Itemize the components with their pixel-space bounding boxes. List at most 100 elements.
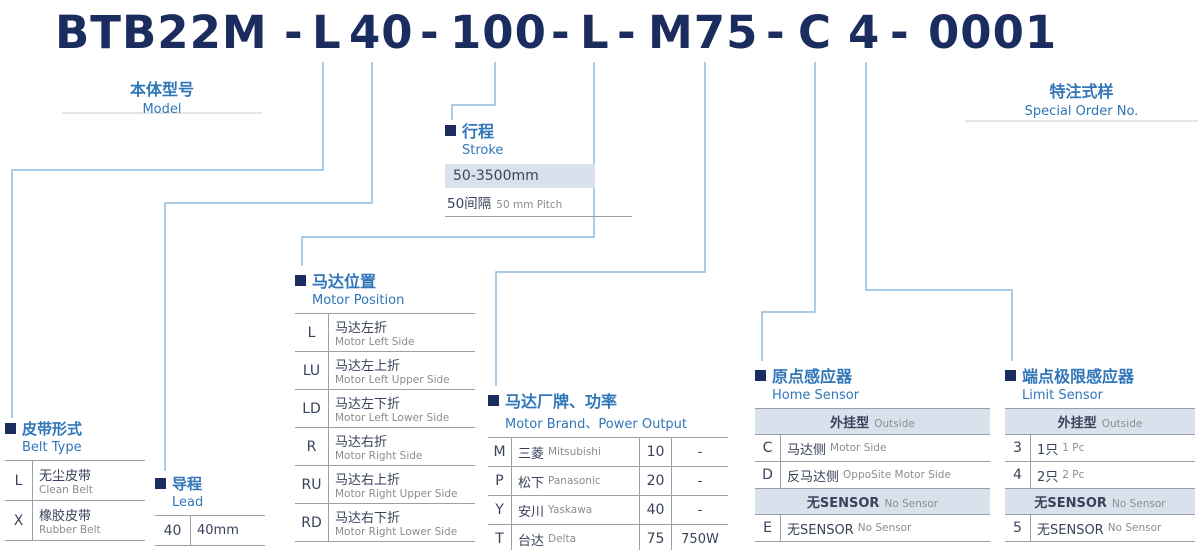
brand-code: Y	[488, 496, 512, 524]
lead-heading-zh: 导程	[172, 475, 203, 493]
belt-desc: 无尘皮带 Clean Belt	[33, 461, 145, 500]
power-value: -	[697, 444, 703, 460]
sensor-desc-zh: 无SENSOR	[1037, 522, 1104, 538]
motor-position-desc: 马达右下折 Motor Right Lower Side	[329, 504, 475, 541]
motor-position-desc-en: Motor Right Side	[335, 450, 423, 462]
table-row: 3 1只 1 Pc	[1005, 435, 1195, 462]
table-row: 4 2只 2 Pc	[1005, 462, 1195, 489]
motor-position-desc-en: Motor Left Side	[335, 336, 415, 348]
limit-sensor-heading: 端点极限感应器	[1005, 363, 1195, 387]
table-row: LU 马达左上折 Motor Left Upper Side	[295, 352, 475, 390]
belt-desc-zh: 无尘皮带	[39, 469, 92, 484]
table-row: Y 安川 Yaskawa 40 -	[488, 496, 728, 525]
bullet-square-icon	[155, 478, 166, 489]
bullet-square-icon	[488, 394, 499, 406]
no-sensor-en: No Sensor	[884, 498, 939, 510]
motor-brand-heading-en: Motor Brand、Power Output	[505, 417, 688, 432]
limit-sensor-heading-en: Limit Sensor	[1022, 388, 1103, 403]
model-label: 本体型号 Model	[62, 76, 262, 117]
power-code: 20	[640, 467, 672, 495]
lead-heading: 导程	[155, 473, 265, 494]
special-order-label-zh: 特注式样	[1049, 82, 1114, 101]
belt-type-block: 皮带形式 Belt Type L 无尘皮带 Clean Belt X 橡胶皮带 …	[5, 418, 145, 541]
no-sensor-zh: 无SENSOR	[806, 496, 880, 511]
belt-desc-en: Clean Belt	[39, 484, 93, 496]
bullet-square-icon	[1005, 369, 1016, 381]
code-brand-power: M75	[648, 6, 759, 59]
brand-name-en: Yaskawa	[548, 504, 593, 516]
motor-position-desc-en: Motor Right Lower Side	[335, 526, 458, 538]
belt-type-table: L 无尘皮带 Clean Belt X 橡胶皮带 Rubber Belt	[5, 460, 145, 541]
table-header-row: 外挂型 Outside	[755, 409, 990, 435]
motor-position-code: RD	[295, 504, 329, 541]
sensor-desc-zh: 反马达侧	[787, 469, 840, 485]
brand-name-zh: 安川	[518, 504, 545, 520]
motor-position-desc-zh: 马达左上折	[335, 359, 401, 374]
power-code: 40	[640, 496, 672, 524]
sensor-desc-en: 2 Pc	[1062, 469, 1085, 481]
code-separator: -	[420, 6, 440, 59]
no-sensor-zh: 无SENSOR	[1034, 496, 1107, 511]
belt-code: L	[5, 461, 33, 500]
motor-position-desc-zh: 马达左折	[335, 321, 388, 336]
sensor-desc-en: Motor Side	[830, 442, 887, 454]
lead-table: 40 40mm	[155, 515, 265, 546]
code-separator: -	[766, 6, 786, 59]
power-value: -	[697, 502, 703, 518]
motor-position-desc-en: Motor Left Upper Side	[335, 374, 450, 386]
motor-position-desc-zh: 马达右折	[335, 435, 388, 450]
belt-type-heading: 皮带形式	[5, 418, 145, 439]
table-row: P 松下 Panasonic 20 -	[488, 467, 728, 496]
stroke-pitch-row: 50间隔 50 mm Pitch	[445, 188, 632, 217]
table-row: M 三菱 Mitsubishi 10 -	[488, 438, 728, 467]
sensor-desc-en: 1 Pc	[1062, 442, 1085, 454]
motor-position-heading: 马达位置	[295, 268, 475, 292]
motor-position-desc-zh: 马达左下折	[335, 397, 401, 412]
motor-position-desc: 马达左下折 Motor Left Lower Side	[329, 390, 475, 427]
brand-name-zh: 松下	[518, 475, 545, 491]
code-home-sensor: C	[798, 6, 833, 59]
home-sensor-block: 原点感应器 Home Sensor 外挂型 Outside C 马达侧 Moto…	[755, 363, 990, 542]
sensor-code: E	[755, 515, 781, 541]
home-sensor-heading-en: Home Sensor	[772, 388, 860, 403]
brand-name-zh: 台达	[518, 533, 545, 549]
code-separator: -	[284, 6, 304, 59]
header-zh: 外挂型	[1057, 416, 1097, 431]
brand-code: M	[488, 438, 512, 466]
sensor-desc: 无SENSOR No Sensor	[1031, 515, 1195, 541]
brand-name: 安川 Yaskawa	[512, 496, 640, 524]
sensor-desc: 无SENSOR No Sensor	[781, 515, 990, 541]
header-en: Outside	[1101, 418, 1143, 430]
brand-name-en: Delta	[548, 533, 577, 545]
sensor-desc-zh: 1只	[1037, 442, 1059, 458]
motor-position-heading-zh: 马达位置	[312, 272, 377, 291]
code-model: BTB22M	[55, 6, 268, 59]
sensor-code: 5	[1005, 515, 1031, 541]
motor-position-table: L 马达左折 Motor Left Side LU 马达左上折 Motor Le…	[295, 313, 475, 542]
sensor-desc-zh: 马达侧	[787, 442, 827, 458]
sensor-code: 3	[1005, 435, 1031, 461]
motor-position-code: LU	[295, 352, 329, 389]
table-header-row: 外挂型 Outside	[1005, 409, 1195, 435]
motor-brand-block: 马达厂牌、功率 Motor Brand、Power Output M 三菱 Mi…	[488, 388, 728, 550]
code-belt-type: L	[312, 6, 342, 59]
brand-code: P	[488, 467, 512, 495]
belt-desc-zh: 橡胶皮带	[39, 509, 92, 524]
belt-code: X	[5, 501, 33, 540]
table-row: C 马达侧 Motor Side	[755, 435, 990, 462]
motor-position-desc: 马达右上折 Motor Right Upper Side	[329, 466, 475, 503]
no-sensor-row: 无SENSOR No Sensor	[1005, 489, 1195, 515]
home-sensor-heading-zh: 原点感应器	[772, 367, 853, 386]
sensor-desc: 1只 1 Pc	[1031, 435, 1195, 461]
table-row: X 橡胶皮带 Rubber Belt	[5, 501, 145, 541]
code-lead: 40	[349, 6, 414, 59]
stroke-heading-en: Stroke	[462, 143, 504, 158]
motor-position-heading-en: Motor Position	[312, 293, 405, 308]
brand-name-zh: 三菱	[518, 446, 545, 462]
brand-code: T	[488, 525, 512, 550]
sensor-desc: 马达侧 Motor Side	[781, 435, 990, 461]
sensor-desc: 反马达侧 OppoSite Motor Side	[781, 462, 990, 488]
motor-brand-heading: 马达厂牌、功率	[488, 388, 728, 412]
